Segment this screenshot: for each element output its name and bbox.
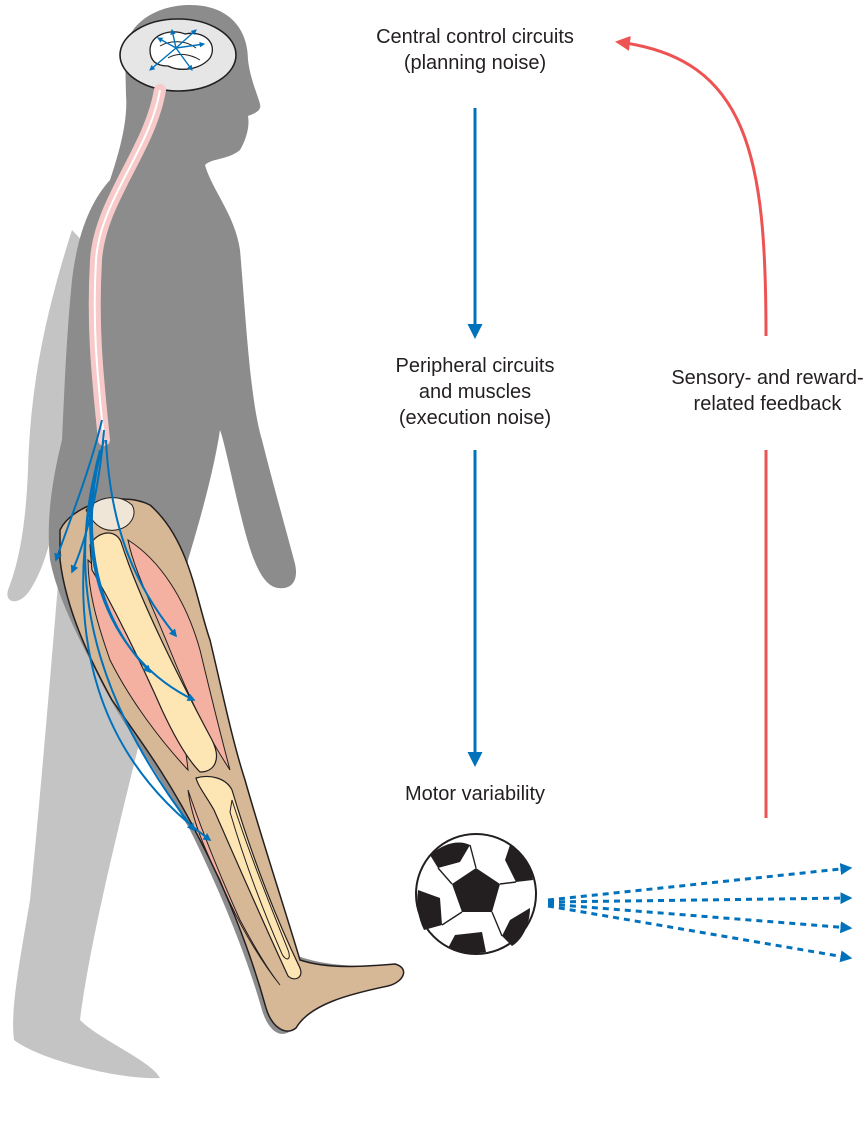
spinal-cord	[88, 84, 166, 446]
soccer-ball-icon	[415, 833, 537, 955]
motor-variability-label: Motor variability	[330, 781, 620, 807]
peripheral-line-2: and muscles	[418, 381, 532, 403]
shin-muscle	[187, 789, 281, 986]
motor-variability-text: Motor variability	[404, 783, 546, 805]
nerve-paths	[54, 419, 212, 841]
peripheral-line-1: Peripheral circuits	[395, 355, 555, 377]
body-silhouette	[48, 5, 403, 1034]
peripheral-line-3: (execution noise)	[398, 407, 552, 429]
front-thigh-muscle	[127, 538, 231, 771]
ball-trajectories	[547, 863, 853, 963]
feedback-line-2: related feedback	[693, 393, 842, 415]
central-control-line-2: (planning noise)	[403, 52, 547, 74]
fibula-bone	[229, 799, 290, 960]
central-control-line-1: Central control circuits	[376, 26, 574, 48]
peripheral-circuits-label: Peripheral circuits and muscles (executi…	[330, 353, 620, 431]
feedback-pathway	[615, 36, 768, 818]
leg-anatomy	[59, 497, 405, 1032]
hip-bone	[85, 497, 135, 531]
central-control-label: Central control circuits (planning noise…	[330, 24, 620, 76]
feedback-label: Sensory- and reward- related feedback	[655, 365, 866, 417]
brain-icon	[119, 18, 237, 92]
feedback-arrow-upper	[615, 36, 768, 337]
feedback-line-1: Sensory- and reward-	[671, 367, 864, 389]
